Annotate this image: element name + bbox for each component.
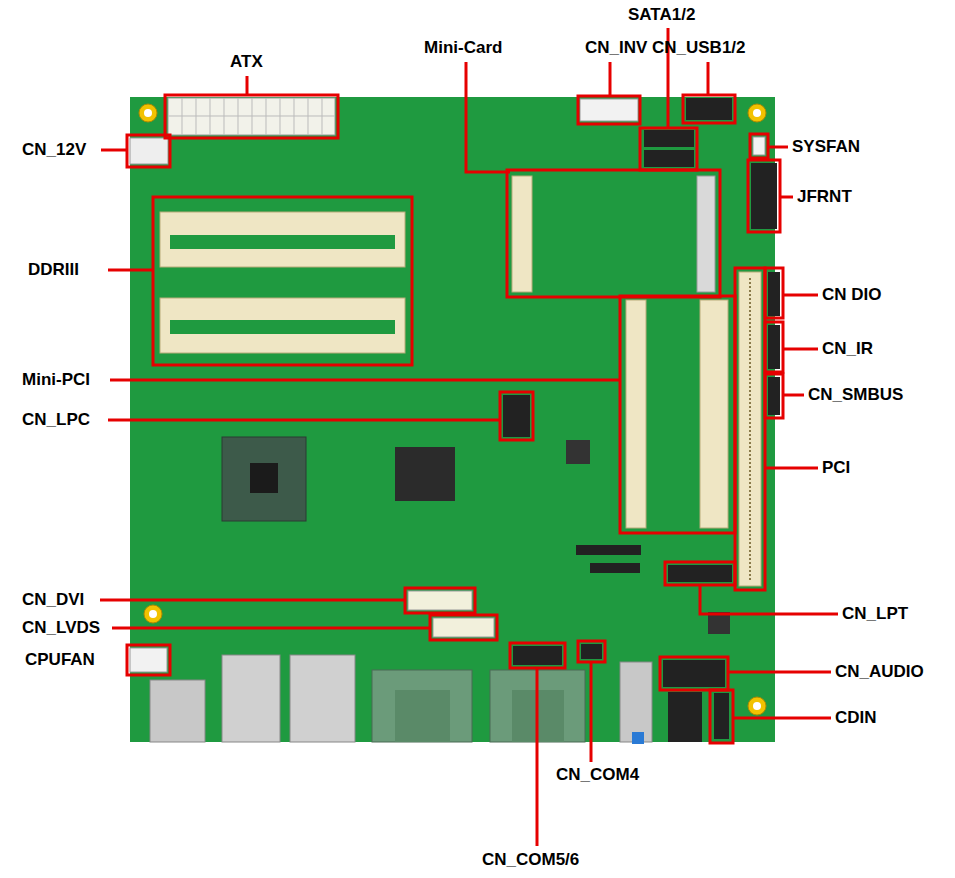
hole-centers (144, 109, 761, 710)
part-label: CN_INV (585, 38, 647, 58)
power-12v-connector (130, 138, 168, 164)
minicard-slot (512, 176, 532, 292)
ddr-gap (170, 320, 395, 334)
audio-header (663, 660, 725, 687)
lpt-header (668, 565, 732, 582)
part-label: CN_USB1/2 (652, 38, 746, 58)
usb-header (686, 98, 732, 120)
atx-pins (168, 98, 335, 135)
mounting-holes (139, 104, 766, 715)
ddr-slot (160, 298, 405, 353)
part-label: CN_LPC (22, 410, 90, 430)
lan-port (290, 655, 355, 742)
jumpers (590, 563, 640, 573)
ddr-area (160, 205, 405, 355)
part-label: CN DIO (822, 285, 882, 305)
part-label: CN_COM5/6 (482, 850, 579, 870)
com56-header (513, 646, 562, 665)
part-label: JFRNT (797, 187, 852, 207)
part-label: CN_SMBUS (808, 385, 903, 405)
pci-pins (749, 278, 751, 580)
part-label: CN_LPT (842, 604, 908, 624)
cpu-die (250, 463, 278, 493)
part-label: CPUFAN (25, 650, 95, 670)
atx-connector (168, 98, 335, 135)
chipset (395, 447, 455, 501)
usb-port (620, 662, 652, 742)
part-label: DDRIII (28, 260, 79, 280)
part-label: CN_12V (22, 140, 86, 160)
part-label: CN_IR (822, 339, 873, 359)
db9-port (372, 670, 472, 742)
cpufan-connector (130, 648, 167, 672)
minicard-latch (697, 176, 715, 292)
part-label: CN_DVI (22, 590, 84, 610)
ddr-gap (170, 235, 395, 249)
jumpers (576, 545, 641, 555)
part-label: CN_LVDS (22, 618, 100, 638)
minipci-slot (700, 300, 728, 528)
cdin-header (714, 693, 729, 739)
lpc-header (503, 395, 530, 437)
sysfan-connector (753, 137, 765, 155)
part-label: CN_COM4 (556, 765, 639, 785)
part-label: Mini-PCI (22, 370, 90, 390)
part-label: ATX (230, 52, 263, 72)
part-label: SYSFAN (792, 137, 860, 157)
part-label: CDIN (835, 708, 877, 728)
small-chip (566, 440, 590, 464)
minicard-area (512, 176, 712, 292)
part-label: SATA1/2 (628, 5, 695, 25)
db9-shell (395, 690, 450, 742)
ddr-slot (160, 212, 405, 267)
leader-lines (100, 28, 838, 846)
com4-header (581, 644, 602, 659)
part-label: Mini-Card (424, 38, 502, 58)
inv-connector (580, 99, 638, 121)
usb-port (150, 680, 205, 742)
part-label: CN_AUDIO (835, 662, 924, 682)
pci-slot (739, 272, 761, 586)
sata-connector (644, 150, 694, 167)
dvi-connector (408, 591, 472, 610)
audio-jack (668, 692, 702, 742)
part-label: PCI (822, 458, 850, 478)
smbus-header (768, 377, 780, 415)
dio-header (768, 272, 780, 316)
lvds-connector (433, 618, 494, 637)
sata-connector (644, 130, 694, 147)
cpu-package (222, 437, 306, 521)
lan-port (222, 655, 280, 742)
ir-header (768, 325, 780, 369)
blue-tab (632, 732, 644, 744)
minipci-slot (626, 300, 646, 528)
front-panel-header (751, 163, 777, 229)
